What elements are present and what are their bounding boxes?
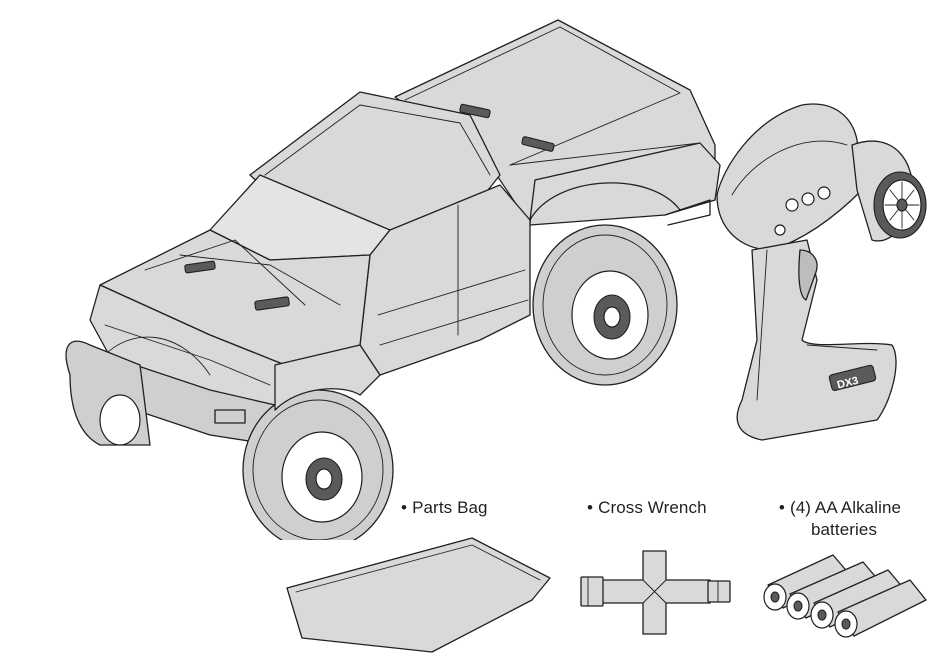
cross-wrench-illustration [578, 548, 733, 638]
parts-bag-illustration [282, 530, 552, 655]
cross-wrench-bullet: • [587, 498, 594, 517]
batteries-bullet: • [778, 498, 785, 517]
batteries-text-line2: batteries [810, 520, 878, 539]
transmitter-drawing: DX3 [716, 103, 927, 441]
batteries-drawing [763, 554, 927, 638]
battery-1 [763, 554, 851, 611]
front-fender [274, 344, 381, 411]
rear-fender [529, 142, 721, 221]
rc-truck-illustration [60, 15, 730, 540]
transmitter-brand: DX3 [836, 375, 860, 392]
parts-bag-text: Parts Bag [412, 498, 488, 517]
front-left-wheel [65, 340, 151, 446]
parts-bag-bullet: • [401, 498, 408, 517]
batteries-label: •(4) AA Alkaline batteries [770, 497, 910, 541]
transmitter-illustration: DX3 [712, 100, 932, 445]
rc-truck-drawing [65, 19, 721, 540]
control-knobs [774, 186, 831, 236]
batteries-illustration [758, 550, 928, 645]
transmitter-head [716, 103, 863, 251]
cross-wrench-label: •Cross Wrench [587, 497, 707, 519]
cross-wrench-text: Cross Wrench [598, 498, 707, 517]
throttle-trigger [798, 249, 818, 301]
battery-4 [834, 579, 927, 638]
rear-wheel [532, 224, 678, 386]
front-right-wheel [242, 389, 394, 540]
parts-bag-drawing [286, 537, 551, 653]
steering-wheel [873, 171, 927, 239]
batteries-text-line1: (4) AA Alkaline [789, 498, 902, 517]
parts-bag-label: •Parts Bag [401, 497, 488, 519]
transmitter-grip [736, 239, 897, 441]
cross-wrench-drawing [580, 550, 731, 635]
